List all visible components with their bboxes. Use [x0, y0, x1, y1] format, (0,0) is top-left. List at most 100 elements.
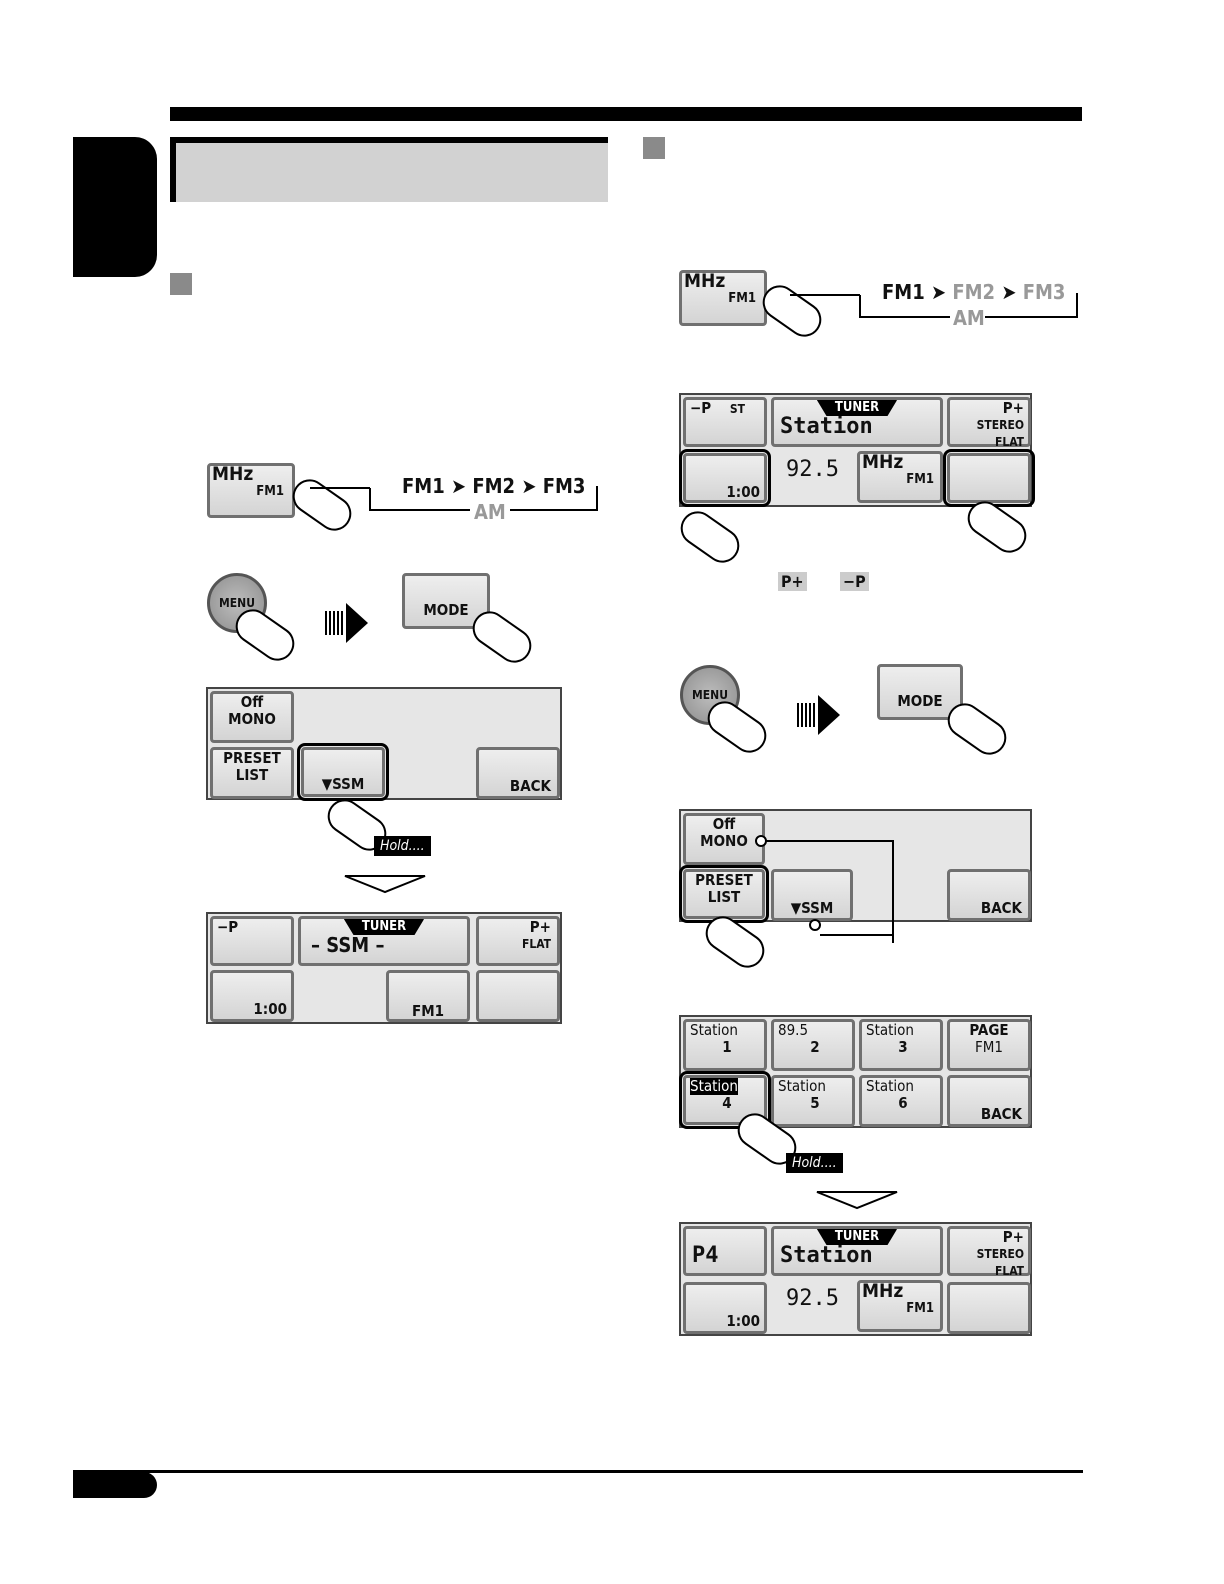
ssm-button[interactable]: ▼SSM [771, 869, 853, 921]
preset-number: 3 [898, 1038, 908, 1056]
minus-p-button[interactable]: P4 [683, 1226, 767, 1276]
preset-4-button[interactable]: Station 4 [679, 1071, 771, 1129]
back-button[interactable]: BACK [947, 1075, 1031, 1127]
p-plus-button[interactable]: P+ STEREO FLAT [947, 397, 1031, 449]
hold-label: Hold.... [786, 1153, 843, 1173]
list-label: LIST [235, 766, 269, 784]
preset-list-screen: Station 1 89.5 2 Station 3 PAGE FM1 Stat… [679, 1015, 1032, 1129]
off-label: Off [240, 693, 264, 711]
preset-number: 4 [722, 1094, 732, 1112]
p-plus-label: P+ [1002, 399, 1024, 417]
minus-p-button[interactable]: −P ST [683, 397, 767, 447]
tuner-label: TUNER [343, 919, 425, 935]
tuner-screen-stored: P4 TUNER Station P+ STEREO FLAT 1:00 92.… [679, 1222, 1032, 1336]
tuner-screen: −P ST TUNER Station P+ STEREO FLAT 1:00 … [679, 393, 1035, 507]
ssm-screen: −P TUNER – SSM – P+ FLAT 1:00 FM1 [206, 912, 562, 1024]
preset-name: Station [690, 1077, 738, 1095]
st-indicator: ST [729, 402, 746, 416]
arrow-stripes-icon [325, 611, 345, 635]
band-fm3: FM3 [542, 474, 586, 498]
preset-name: 89.5 [778, 1021, 809, 1039]
band-label: FM1 [256, 484, 284, 499]
seek-down-button[interactable]: 1:00 [683, 1282, 767, 1334]
preset-1-button[interactable]: Station 1 [683, 1019, 767, 1071]
band-cycle-lines [310, 486, 598, 511]
flat-label: FLAT [994, 1264, 1024, 1278]
ssm-button[interactable]: ▼SSM [297, 743, 389, 801]
seek-up-button[interactable] [947, 1282, 1031, 1334]
preset-5-button[interactable]: Station 5 [771, 1075, 855, 1127]
preset-list-button[interactable]: PRESET LIST [210, 747, 294, 799]
mhz-label: MHz [862, 451, 904, 473]
band-button[interactable]: MHz FM1 [857, 1280, 943, 1332]
preset-number: 2 [810, 1038, 820, 1056]
page-number-tab [73, 1472, 157, 1498]
band-label: FM1 [906, 472, 934, 487]
band-button[interactable]: MHz FM1 [857, 451, 943, 503]
preset-6-button[interactable]: Station 6 [859, 1075, 943, 1127]
mode-panel: Off MONO PRESET LIST ▼SSM BACK [679, 809, 1032, 923]
stereo-label: STEREO [976, 1247, 1024, 1261]
preset-name: Station [778, 1077, 826, 1095]
mono-label: MONO [700, 832, 748, 850]
band-fm3: FM3 [1022, 280, 1066, 304]
preset-number: 5 [810, 1094, 820, 1112]
arrow-right-icon [818, 695, 840, 735]
mode-button[interactable]: MODE [877, 664, 963, 720]
preset-2-button[interactable]: 89.5 2 [771, 1019, 855, 1071]
band-fm2: FM2 [952, 280, 996, 304]
preset-number: 6 [898, 1094, 908, 1112]
band-label: FM1 [728, 291, 756, 306]
section-title-box [170, 137, 608, 202]
back-button[interactable]: BACK [947, 869, 1031, 921]
mhz-label: MHz [862, 1280, 904, 1302]
station-name: Station [780, 1243, 873, 1268]
mhz-band-button[interactable]: MHz FM1 [207, 463, 295, 518]
seek-up-button[interactable] [943, 449, 1035, 507]
p-plus-button[interactable]: P+ FLAT [476, 916, 560, 966]
list-label: LIST [707, 888, 741, 906]
down-arrow-icon [816, 1191, 898, 1210]
mhz-label: MHz [212, 463, 254, 485]
band-label: FM1 [906, 1301, 934, 1316]
hold-label: Hold.... [374, 836, 431, 856]
band-button[interactable]: FM1 [386, 970, 470, 1022]
page-band-label: FM1 [975, 1038, 1003, 1056]
mhz-band-button[interactable]: MHz FM1 [679, 270, 767, 326]
mono-button[interactable]: Off MONO [683, 813, 765, 865]
preset-label: PRESET [695, 871, 753, 889]
arrow-right-icon [346, 603, 368, 643]
minus-p-button[interactable]: −P [210, 916, 294, 966]
finger-icon [674, 504, 746, 570]
preset-label: PRESET [223, 749, 281, 767]
mono-label: MONO [228, 710, 276, 728]
mode-panel: Off MONO PRESET LIST ▼SSM BACK [206, 687, 562, 801]
preset-indicator: P4 [692, 1243, 719, 1268]
ssm-text: – SSM – [311, 933, 385, 957]
callout-lines [755, 835, 894, 943]
seek-down-button[interactable]: 1:00 [679, 449, 771, 507]
band-am: AM [474, 500, 506, 524]
tuner-label: TUNER [816, 1229, 898, 1245]
footer-rule [73, 1470, 1083, 1473]
seek-down-button[interactable]: 1:00 [210, 970, 294, 1022]
stereo-label: STEREO [976, 418, 1024, 432]
mono-button[interactable]: Off MONO [210, 691, 294, 743]
page-button[interactable]: PAGE FM1 [947, 1019, 1031, 1071]
band-fm1: FM1 [402, 474, 445, 498]
band-am: AM [953, 306, 985, 330]
preset-3-button[interactable]: Station 3 [859, 1019, 943, 1071]
p-plus-inline-icon: P+ [778, 572, 807, 591]
p-plus-button[interactable]: P+ STEREO FLAT [947, 1226, 1031, 1278]
step-marker [643, 137, 665, 159]
ssm-display: TUNER – SSM – [298, 916, 470, 966]
minus-p-label: −P [690, 399, 712, 417]
preset-list-button[interactable]: PRESET LIST [679, 865, 769, 923]
p-plus-label: P+ [529, 918, 551, 936]
station-display: TUNER Station [771, 397, 943, 447]
station-name: Station [780, 414, 873, 439]
back-button[interactable]: BACK [476, 747, 560, 799]
seek-up-button[interactable] [476, 970, 560, 1022]
down-arrow-icon [344, 875, 426, 894]
band-fm1: FM1 [882, 280, 925, 304]
